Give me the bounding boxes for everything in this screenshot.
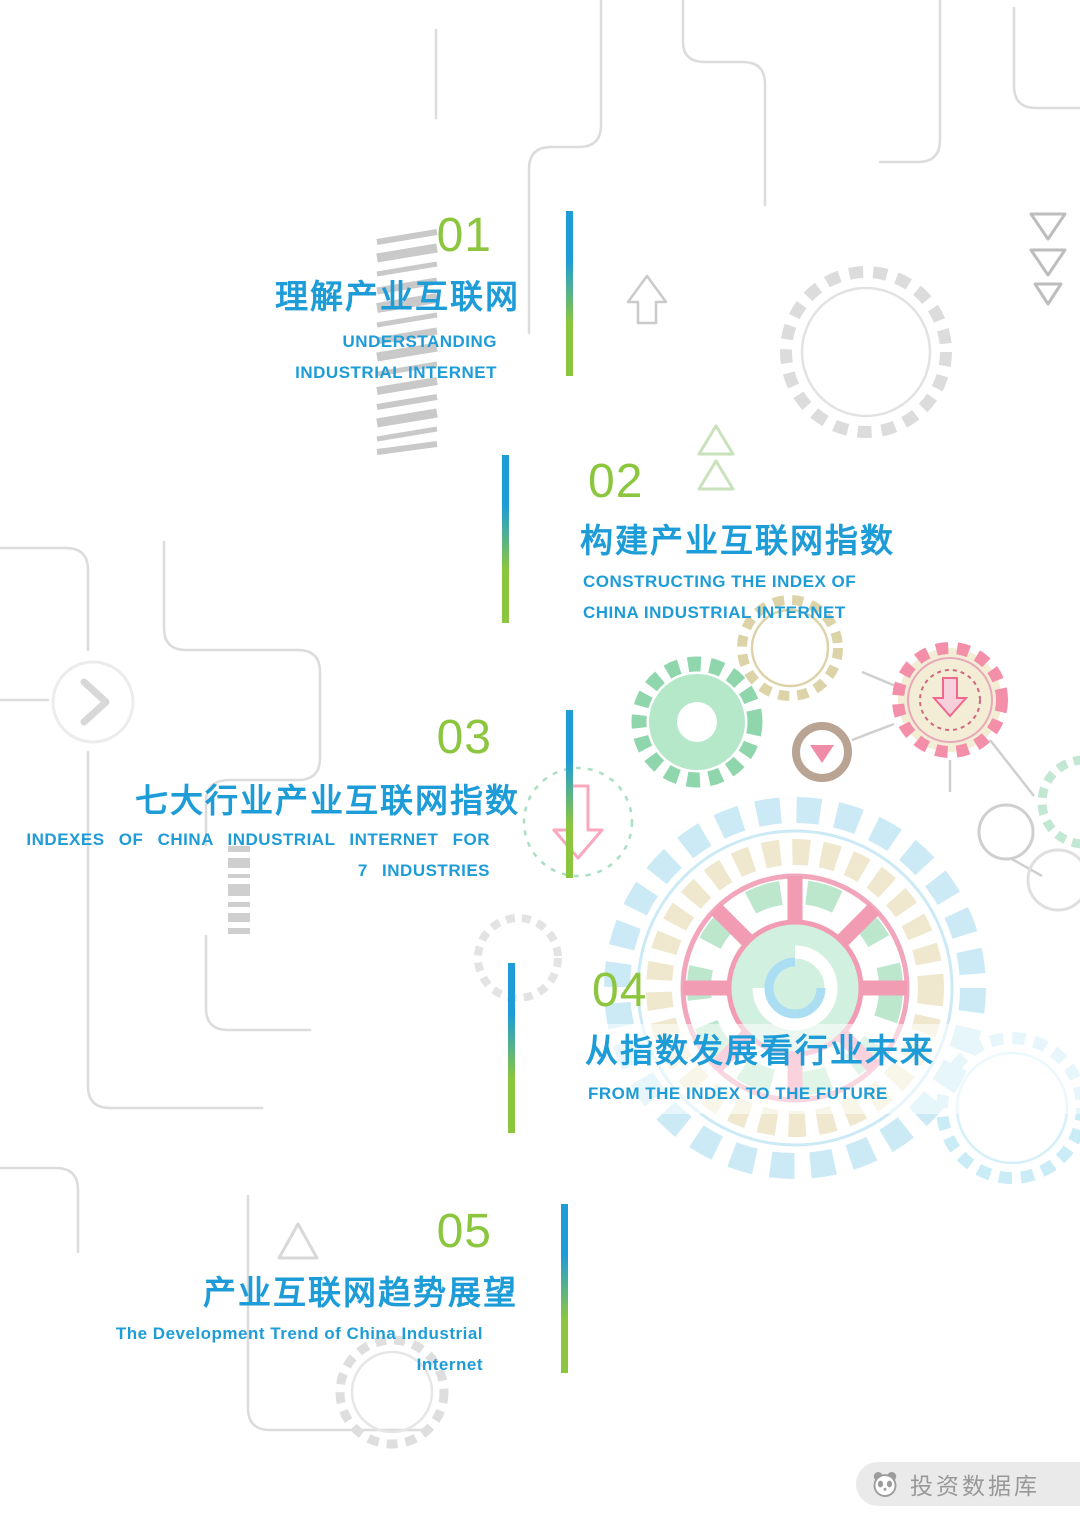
toc-subtitle-02-line-1: CONSTRUCTING THE INDEX OF [583, 572, 857, 591]
toc-title-04: 从指数发展看行业未来 [585, 1032, 935, 1069]
gray-gear-small-icon [474, 914, 562, 1002]
toc-subtitle-02: CONSTRUCTING THE INDEX OF CHINA INDUSTRI… [583, 566, 856, 628]
green-gear-icon [631, 656, 763, 788]
toc-title-01: 理解产业互联网 [275, 278, 520, 315]
toc-bar-03 [566, 710, 573, 878]
toc-subtitle-01-line-2: INDUSTRIAL INTERNET [295, 363, 497, 382]
toc-subtitle-01-line-1: UNDERSTANDING [342, 332, 497, 351]
toc-number-01: 01 [436, 209, 492, 262]
toc-number-04: 04 [592, 964, 648, 1017]
toc-subtitle-01: UNDERSTANDING INDUSTRIAL INTERNET [295, 326, 497, 388]
barcode-vertical-icon [228, 846, 250, 934]
panda-logo-icon [873, 1472, 897, 1497]
chevrons-down-icon [1029, 212, 1067, 306]
pink-gear-icon [892, 642, 1008, 758]
toc-subtitle-03-line-2: 7 INDUSTRIES [357, 861, 490, 880]
barcode-diagonal-icon [376, 229, 438, 455]
toc-title-05: 产业互联网趋势展望 [203, 1274, 518, 1311]
toc-subtitle-03: INDEXES OF CHINA INDUSTRIAL INTERNET FOR… [26, 824, 490, 886]
watermark-badge: 投资数据库 [856, 1462, 1080, 1506]
beige-gear-icon [737, 595, 843, 701]
toc-number-05: 05 [436, 1205, 492, 1258]
mint-gear-edge-icon [1037, 755, 1080, 849]
toc-bar-04 [508, 963, 515, 1133]
gear-top-right-icon [780, 266, 952, 438]
brown-circle-arrow-icon [792, 722, 852, 782]
toc-number-03: 03 [436, 711, 492, 764]
toc-bar-01 [566, 211, 573, 376]
toc-bar-02 [502, 455, 509, 623]
up-triangles-icon [697, 424, 735, 491]
toc-subtitle-05-line-1: The Development Trend of China Industria… [115, 1324, 483, 1343]
toc-subtitle-02-line-2: CHINA INDUSTRIAL INTERNET [583, 603, 846, 622]
toc-subtitle-05: The Development Trend of China Industria… [116, 1318, 483, 1380]
circles-right-icon [977, 803, 1080, 912]
right-chevron-icon [51, 660, 135, 744]
toc-bar-05 [561, 1204, 568, 1373]
toc-subtitle-04: FROM THE INDEX TO THE FUTURE [588, 1078, 888, 1109]
up-arrow-icon [626, 274, 668, 325]
toc-subtitle-05-line-2: Internet [416, 1355, 483, 1374]
toc-subtitle-04-line-1: FROM THE INDEX TO THE FUTURE [588, 1084, 888, 1103]
toc-number-02: 02 [588, 455, 644, 508]
toc-subtitle-03-line-1: INDEXES OF CHINA INDUSTRIAL INTERNET FOR [26, 830, 490, 849]
gear-bottom-left-icon [335, 1335, 449, 1449]
circuit-lines [0, 0, 1080, 1432]
watermark-label: 投资数据库 [910, 1473, 1040, 1499]
gear-veil [552, 1024, 1080, 1114]
pink-down-arrow-icon [522, 766, 634, 878]
connector-lines [851, 670, 1043, 878]
triangle-bottom-icon [277, 1222, 319, 1260]
main-gear-icon [604, 797, 986, 1179]
toc-title-03: 七大行业产业互联网指数 [135, 782, 520, 819]
toc-title-02: 构建产业互联网指数 [580, 522, 895, 559]
